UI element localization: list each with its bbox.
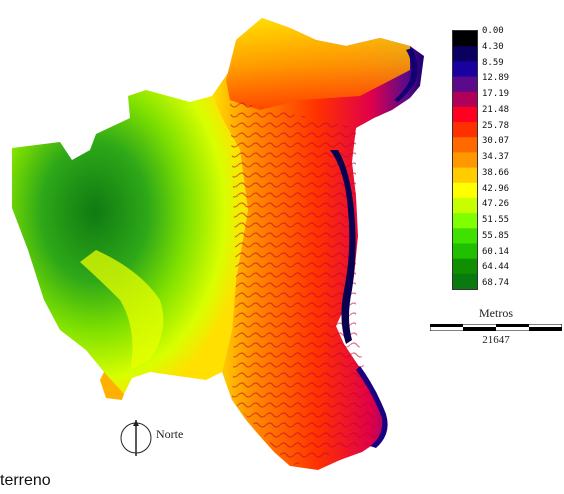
legend-colorbar: [452, 30, 478, 290]
compass-icon: [120, 420, 152, 456]
legend-label: 47.26: [482, 199, 510, 210]
legend-label: 8.59: [482, 57, 504, 68]
legend-label: 34.37: [482, 152, 510, 162]
legend-label: 25.78: [482, 120, 510, 131]
scale-ruler: [430, 324, 562, 331]
legend-label: 60.14: [482, 246, 510, 257]
river-southeast: [356, 366, 388, 448]
legend-swatch: [453, 46, 477, 62]
legend-swatch: [453, 152, 477, 169]
legend-label: 64.44: [482, 262, 510, 273]
legend-swatch: [453, 106, 477, 123]
legend-label: 12.89: [482, 73, 510, 84]
scale-title: Metros: [479, 306, 513, 320]
legend-label: 30.07: [482, 136, 510, 147]
legend-label: 51.55: [482, 215, 510, 225]
region-west: [12, 90, 248, 394]
legend-swatch: [453, 273, 477, 289]
legend-swatch: [453, 182, 477, 199]
legend-swatch: [453, 243, 477, 260]
legend-swatch: [453, 228, 477, 244]
legend-label: 17.19: [482, 89, 510, 99]
legend-swatch: [453, 122, 477, 138]
river-northeast: [394, 48, 418, 102]
legend-swatch: [453, 61, 477, 78]
legend-swatch: [453, 167, 477, 184]
north-label: Norte: [156, 427, 184, 441]
drainage-texture: [230, 100, 380, 466]
legend-swatch: [453, 76, 477, 93]
legend-label: 38.66: [482, 167, 510, 178]
north-arrow: Norte: [118, 418, 218, 458]
legend-label: 68.74: [482, 278, 510, 288]
legend-swatch: [453, 258, 477, 275]
caption-text: terreno: [0, 472, 51, 489]
elevation-legend: 0.00 4.30 8.59 12.89 17.19 21.48 25.78 30.07 34.…: [452, 26, 562, 290]
legend-swatch: [453, 137, 477, 153]
legend-label: 42.96: [482, 183, 510, 194]
legend-label: 21.48: [482, 104, 510, 115]
southwest-lobe: [100, 372, 124, 400]
northern-highlands: [226, 18, 410, 110]
legend-swatch: [453, 91, 477, 108]
central-valley: [80, 250, 164, 370]
legend-swatch: [453, 31, 477, 47]
legend-label: 4.30: [482, 41, 504, 52]
legend-label: 55.85: [482, 230, 510, 241]
legend-label: 0.00: [482, 26, 504, 36]
river-valley: [330, 150, 356, 344]
scale-bar: Metros 21647: [430, 306, 562, 352]
scale-value: 21647: [482, 334, 510, 346]
legend-swatch: [453, 197, 477, 214]
legend-swatch: [453, 213, 477, 229]
